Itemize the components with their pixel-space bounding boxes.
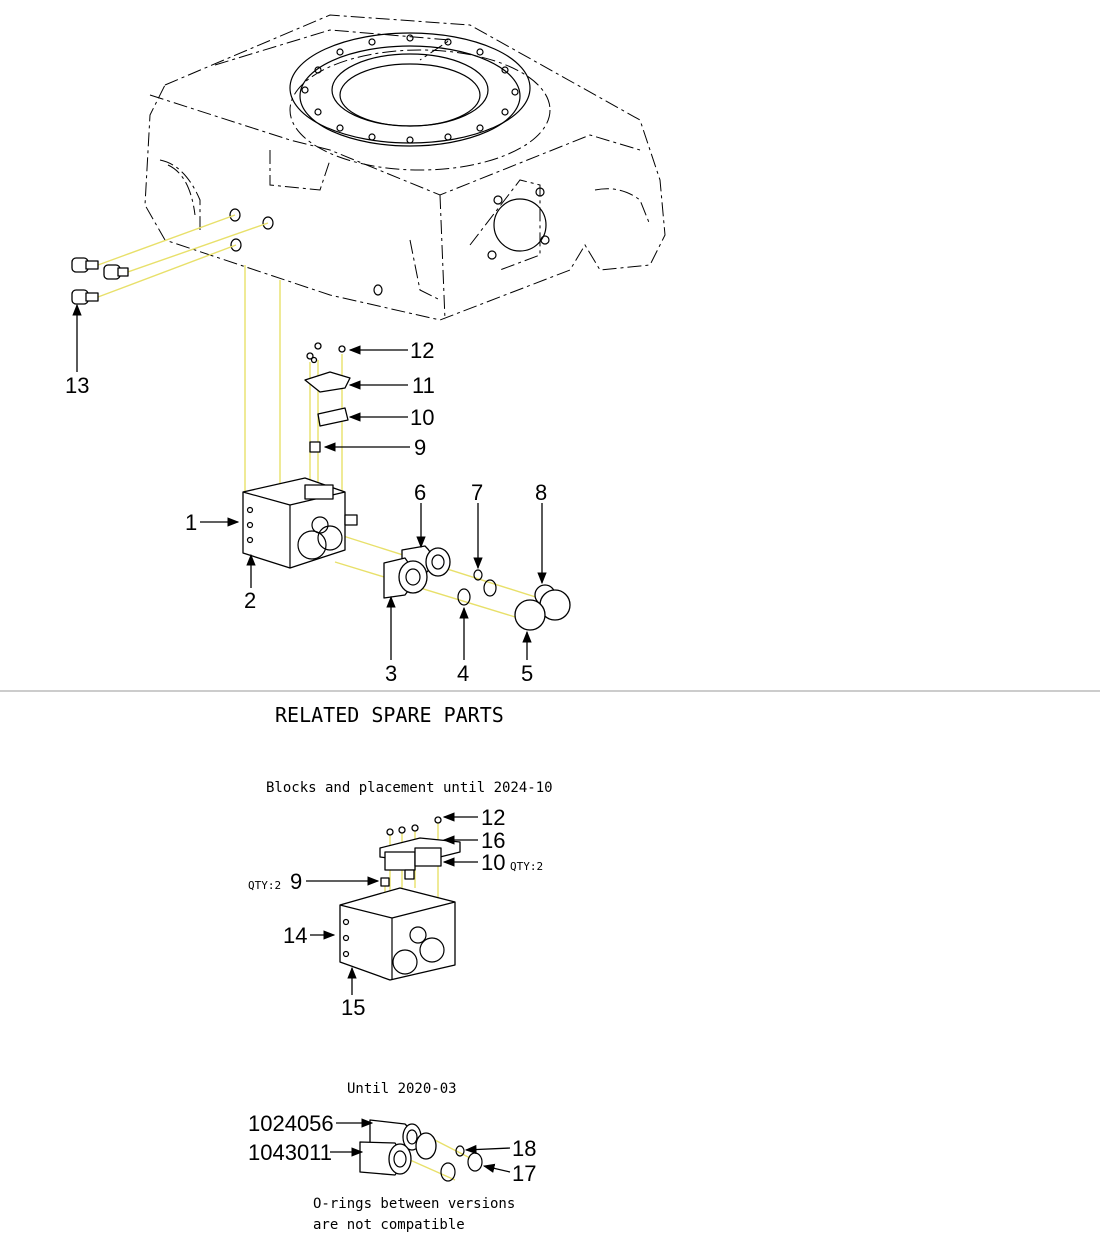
valve-block-blocks bbox=[339, 816, 461, 981]
callout-11: 11 bbox=[412, 373, 435, 398]
part-number-a: 1024056 bbox=[248, 1111, 334, 1136]
callout-7: 7 bbox=[471, 480, 483, 505]
callout-4: 4 bbox=[457, 661, 469, 686]
callout-10b: 10 bbox=[481, 850, 505, 875]
callout-1: 1 bbox=[185, 510, 197, 535]
callout-2: 2 bbox=[244, 588, 256, 613]
callout-9b: 9 bbox=[290, 869, 302, 894]
part-number-b: 1043011 bbox=[248, 1140, 332, 1165]
bolt bbox=[71, 257, 99, 273]
callout-3: 3 bbox=[385, 661, 397, 686]
callout-6: 6 bbox=[414, 480, 426, 505]
callouts-main: 13 12 11 10 9 1 2 3 4 5 6 7 8 bbox=[65, 303, 547, 686]
cartridges bbox=[383, 545, 451, 599]
callout-13: 13 bbox=[65, 373, 89, 398]
turntable-housing bbox=[144, 14, 666, 321]
caps bbox=[514, 584, 571, 631]
bolt bbox=[71, 289, 99, 305]
cartridges-until bbox=[359, 1119, 483, 1182]
callout-15: 15 bbox=[341, 995, 365, 1020]
note-line-1: O-rings between versions bbox=[313, 1196, 515, 1212]
small-parts-upper bbox=[304, 342, 351, 453]
callout-8: 8 bbox=[535, 480, 547, 505]
qty-left: QTY:2 bbox=[248, 879, 281, 892]
bolt bbox=[103, 264, 129, 280]
callout-16: 16 bbox=[481, 828, 505, 853]
note-line-2: are not compatible bbox=[313, 1217, 465, 1233]
callouts-until: 1024056 1043011 18 17 bbox=[248, 1111, 536, 1186]
callout-12: 12 bbox=[410, 338, 434, 363]
blocks-caption: Blocks and placement until 2024-10 bbox=[266, 780, 553, 796]
bolts-13 bbox=[71, 257, 129, 305]
valve-block-main bbox=[242, 477, 358, 569]
callout-9: 9 bbox=[414, 435, 426, 460]
callout-18: 18 bbox=[512, 1136, 536, 1161]
o-rings bbox=[457, 569, 497, 606]
callout-5: 5 bbox=[521, 661, 533, 686]
section-title: RELATED SPARE PARTS bbox=[275, 703, 504, 727]
callouts-blocks: 12 16 10 QTY:2 9 QTY:2 14 15 bbox=[248, 805, 543, 1020]
qty-right: QTY:2 bbox=[510, 860, 543, 873]
callout-14: 14 bbox=[283, 923, 307, 948]
callout-17: 17 bbox=[512, 1161, 536, 1186]
callout-12b: 12 bbox=[481, 805, 505, 830]
until-caption: Until 2020-03 bbox=[347, 1081, 457, 1097]
callout-10: 10 bbox=[410, 405, 434, 430]
assembly-lines-main bbox=[97, 214, 546, 621]
